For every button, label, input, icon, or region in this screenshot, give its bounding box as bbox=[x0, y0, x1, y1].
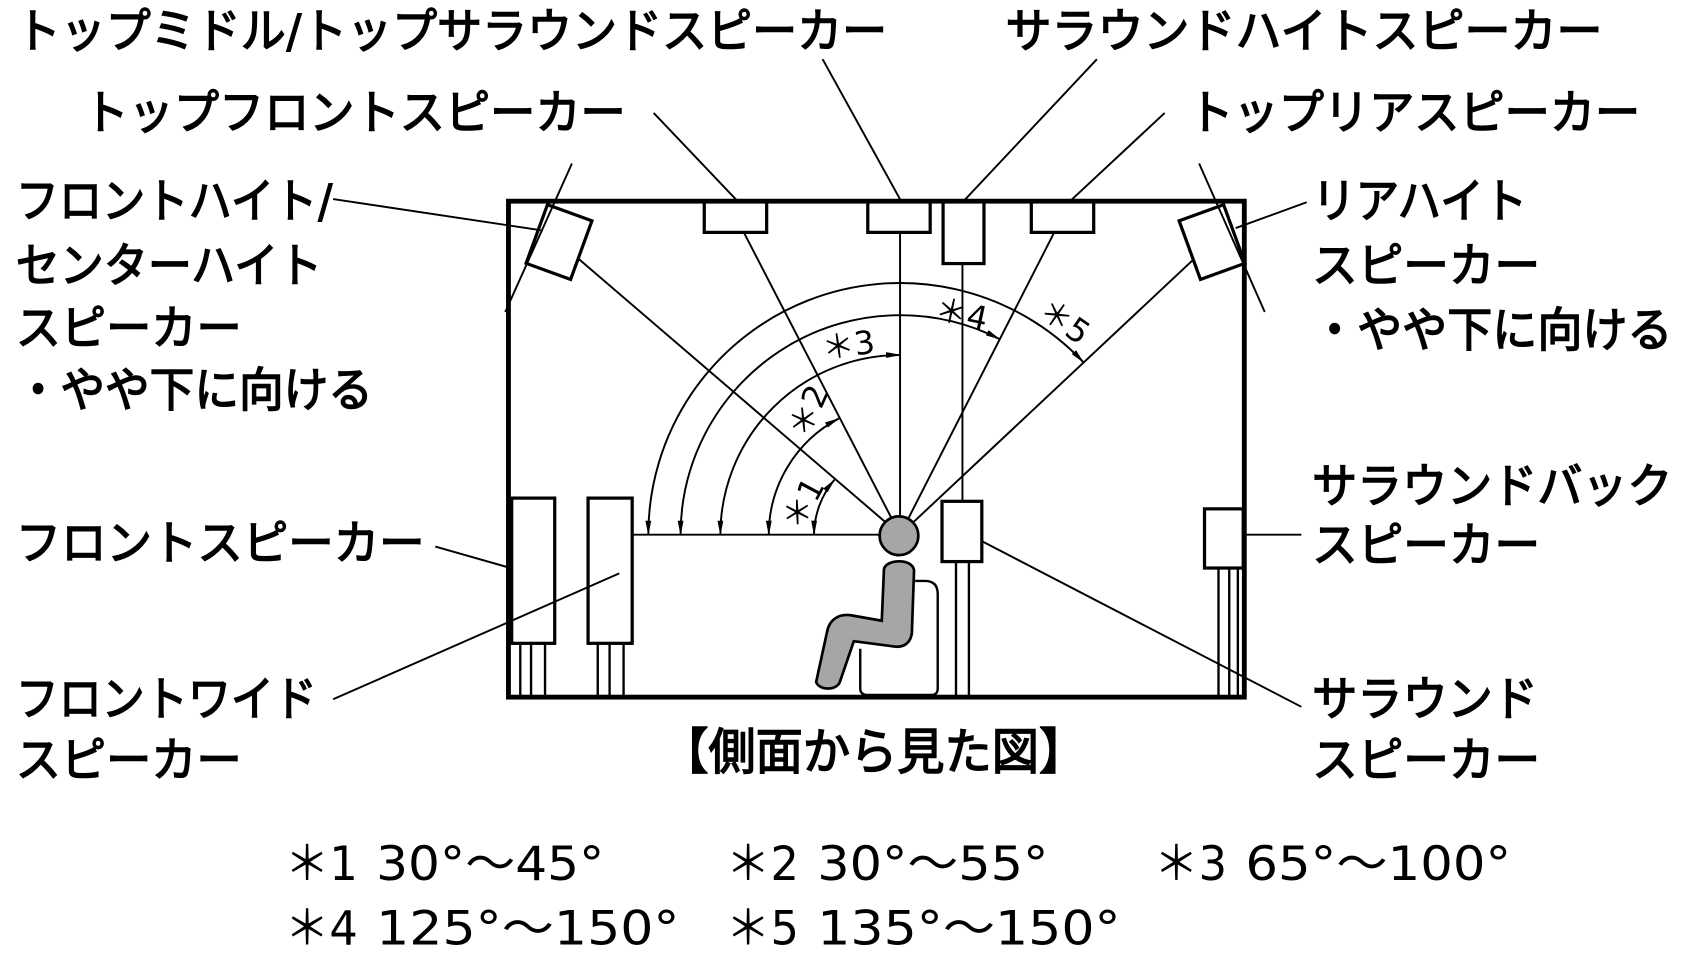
leader-line-surround bbox=[981, 540, 1302, 708]
label-top-rear: トップリアスピーカー bbox=[1188, 86, 1640, 141]
top-front-speaker bbox=[702, 199, 769, 234]
angle-note-3-range: 65°～100° bbox=[1245, 837, 1511, 892]
angle-notes: ＊1 30°～45° ＊2 30°～55° ＊3 65°～100° ＊4 125… bbox=[285, 837, 1511, 957]
label-surround-back-line1: サラウンドバック bbox=[1312, 459, 1672, 514]
angle-arc-5-label: ＊5 bbox=[1032, 291, 1097, 352]
leader-line-front-wide bbox=[332, 572, 620, 701]
leader-line-surround-height bbox=[962, 58, 1098, 202]
surround-back-speaker bbox=[1202, 507, 1245, 570]
leader-line-front bbox=[435, 545, 511, 569]
rear-height-speaker bbox=[1177, 202, 1248, 282]
angle-arc-labels: ＊1 ＊2 ＊3 ＊4 ＊5 bbox=[774, 290, 1097, 536]
listener-head bbox=[878, 515, 920, 557]
leader-line-top-rear bbox=[1069, 112, 1166, 202]
chair bbox=[859, 579, 939, 697]
angle-arcs bbox=[645, 282, 1085, 536]
angle-note-3-mark: ＊3 bbox=[1154, 837, 1227, 892]
diagram-title: 【側面から見た図】 bbox=[661, 723, 1086, 781]
rear-height-orientation-line bbox=[1198, 163, 1266, 313]
label-front-height-line1: フロントハイト/ bbox=[16, 174, 334, 229]
front-height-orientation-line bbox=[504, 163, 573, 313]
label-front-height-line3: スピーカー bbox=[16, 301, 242, 356]
label-rear-height-line1: リアハイト bbox=[1312, 174, 1527, 229]
front-height-speaker bbox=[524, 202, 595, 282]
surround-height-speaker bbox=[941, 199, 986, 266]
top-middle-speaker bbox=[866, 199, 932, 234]
label-surround-line1: サラウンド bbox=[1312, 672, 1538, 727]
label-top-middle-top-surround: トップミドル/トップサラウンドスピーカー bbox=[16, 4, 887, 59]
label-surround-height: サラウンドハイトスピーカー bbox=[1005, 4, 1602, 59]
speaker-labels: トップミドル/トップサラウンドスピーカー サラウンドハイトスピーカー トップフロ… bbox=[16, 4, 1673, 788]
room-outline bbox=[506, 198, 1247, 700]
angle-arc-5 bbox=[645, 282, 1085, 536]
angle-arc-2-label: ＊2 bbox=[781, 379, 837, 443]
label-front-wide-line2: スピーカー bbox=[16, 734, 242, 789]
label-front: フロントスピーカー bbox=[16, 516, 425, 571]
angle-note-5-mark: ＊5 bbox=[726, 902, 799, 957]
top-rear-speaker bbox=[1029, 199, 1096, 234]
leader-lines bbox=[332, 58, 1308, 708]
front-speaker bbox=[510, 496, 557, 645]
label-rear-height-line2: スピーカー bbox=[1312, 239, 1540, 294]
label-surround-line2: スピーカー bbox=[1312, 734, 1540, 789]
angle-note-1-mark: ＊1 bbox=[285, 837, 358, 892]
angle-note-4-mark: ＊4 bbox=[285, 902, 358, 957]
leader-line-rear-height bbox=[1235, 201, 1308, 229]
label-top-front: トップフロントスピーカー bbox=[84, 86, 626, 141]
angle-arc-3-label: ＊3 bbox=[820, 323, 878, 368]
speakers bbox=[510, 199, 1248, 645]
label-surround-back-line2: スピーカー bbox=[1312, 519, 1540, 574]
front-wide-speaker bbox=[586, 496, 634, 645]
label-front-height-line2: センターハイト bbox=[16, 239, 323, 294]
surround-speaker bbox=[940, 499, 984, 564]
angle-note-2-mark: ＊2 bbox=[726, 837, 799, 892]
sight-line-front-height bbox=[558, 241, 901, 536]
leader-line-top-middle bbox=[821, 58, 902, 202]
label-rear-height-note: ・やや下に向ける bbox=[1312, 303, 1672, 358]
angle-note-4-range: 125°～150° bbox=[376, 902, 679, 957]
sight-lines bbox=[558, 215, 1213, 536]
leader-line-top-front bbox=[652, 112, 739, 202]
label-front-height-note: ・やや下に向ける bbox=[16, 364, 373, 419]
sight-line-rear-height bbox=[899, 241, 1213, 536]
angle-note-2-range: 30°～55° bbox=[817, 837, 1048, 892]
angle-note-1-range: 30°～45° bbox=[376, 837, 604, 892]
angle-arc-1-label: ＊1 bbox=[774, 471, 832, 535]
label-front-wide-line1: フロントワイド bbox=[16, 672, 317, 727]
angle-note-5-range: 135°～150° bbox=[817, 902, 1120, 957]
listener-body bbox=[814, 559, 916, 690]
